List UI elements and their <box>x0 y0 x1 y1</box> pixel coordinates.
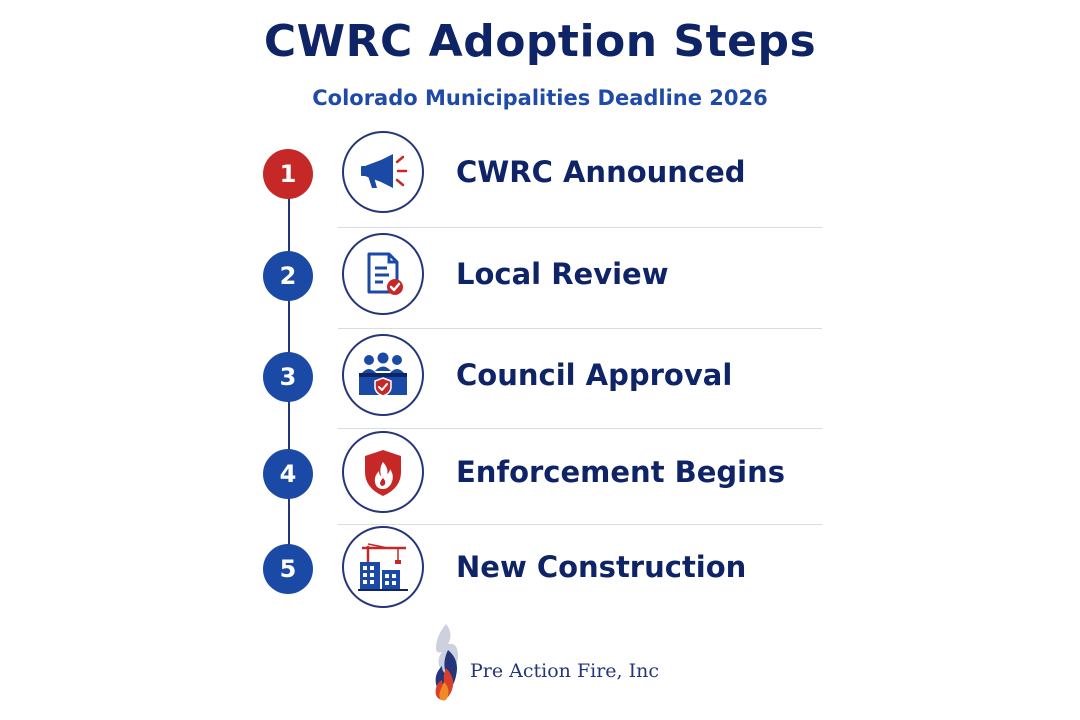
step-label: Council Approval <box>456 358 733 392</box>
step-label: Enforcement Begins <box>456 455 786 489</box>
page-title: CWRC Adoption Steps <box>263 16 817 67</box>
council-shield-icon <box>342 334 424 416</box>
flame-logo-icon <box>435 624 458 701</box>
divider <box>338 428 822 429</box>
document-check-icon <box>342 233 424 315</box>
step-label: New Construction <box>456 550 747 584</box>
step-number-badge: 5 <box>263 544 313 594</box>
building-crane-icon <box>342 526 424 608</box>
step-number-badge: 3 <box>263 352 313 402</box>
logo-text: Pre Action Fire, Inc <box>470 660 659 682</box>
step-3: 3 Council Approval <box>0 328 1080 426</box>
divider <box>338 227 822 228</box>
step-5: 5 New Construction <box>0 520 1080 618</box>
company-logo: Pre Action Fire, Inc <box>428 620 688 710</box>
megaphone-icon <box>342 131 424 213</box>
step-number-badge: 4 <box>263 449 313 499</box>
fire-shield-icon <box>342 431 424 513</box>
step-4: 4 Enforcement Begins <box>0 425 1080 523</box>
divider <box>338 524 822 525</box>
step-label: CWRC Announced <box>456 155 746 189</box>
step-2: 2 Local Review <box>0 227 1080 325</box>
step-label: Local Review <box>456 257 669 291</box>
step-number-badge: 2 <box>263 251 313 301</box>
divider <box>338 328 822 329</box>
step-1: 1 CWRC Announced <box>0 125 1080 223</box>
step-number-badge: 1 <box>263 149 313 199</box>
page-subtitle: Colorado Municipalities Deadline 2026 <box>312 86 768 110</box>
